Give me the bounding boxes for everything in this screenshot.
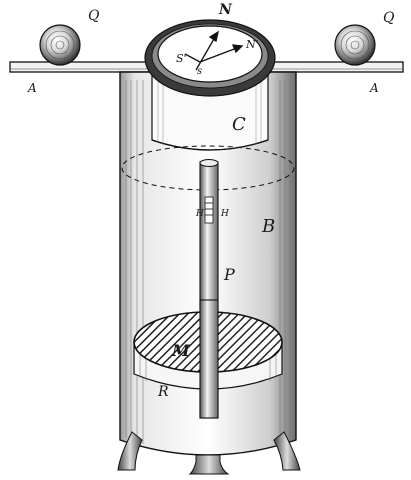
label-h-right: H	[220, 209, 229, 219]
label-r: R	[157, 384, 169, 400]
label-n-prime: N'	[245, 38, 259, 51]
label-p: P	[223, 265, 235, 284]
label-n: N	[218, 2, 233, 18]
label-s: s	[197, 66, 202, 77]
label-h-left: H	[195, 209, 204, 219]
label-a-left: A	[27, 81, 37, 95]
labels: Q Q A A N S' N' s C B H H P M R	[27, 2, 395, 400]
label-q-left: Q	[88, 8, 100, 24]
label-s-prime: S'	[176, 52, 187, 65]
compass-needle	[184, 30, 244, 71]
label-a-right: A	[369, 81, 379, 95]
label-q-right: Q	[383, 10, 395, 26]
rod-p-lower	[199, 299, 219, 419]
compass	[144, 19, 276, 97]
label-m: M	[171, 341, 191, 360]
label-b: B	[261, 216, 275, 237]
feet	[117, 431, 301, 475]
label-c: C	[232, 114, 246, 135]
